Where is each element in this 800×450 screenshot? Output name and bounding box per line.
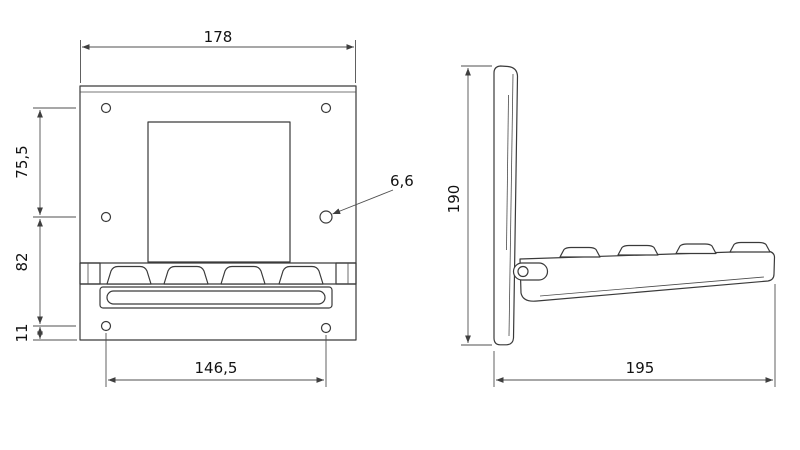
mounting-hole-bottom-right bbox=[320, 322, 332, 334]
dim-label-hole-diameter: 6,6 bbox=[390, 172, 414, 190]
dim-label-overall-height: 190 bbox=[445, 185, 463, 214]
front-view: 178 75,5 82 11 146,5 bbox=[13, 28, 414, 387]
side-seat-thickness-line bbox=[539, 276, 765, 297]
seat-rib-4 bbox=[278, 265, 324, 285]
dim-left-chain: 75,5 82 11 bbox=[13, 107, 77, 343]
mounting-hole-mid-right-callout bbox=[319, 210, 333, 224]
leader-line bbox=[332, 189, 394, 215]
dim-label-hole-spacing-upper: 75,5 bbox=[13, 145, 31, 178]
side-view: 190 195 bbox=[445, 65, 776, 387]
hole-diameter-callout: 6,6 bbox=[332, 172, 414, 215]
mounting-hole-top-right bbox=[320, 102, 332, 114]
side-seat-rib-3 bbox=[675, 243, 717, 255]
hinge-slot bbox=[512, 262, 549, 281]
hinge-bracket-right bbox=[335, 262, 357, 285]
mounting-hole-top-left bbox=[100, 102, 112, 114]
side-plate-thickness-line bbox=[508, 73, 514, 337]
front-plate-cutout bbox=[147, 121, 291, 263]
seat-rib-3 bbox=[220, 265, 266, 285]
side-seat-outline bbox=[519, 250, 776, 302]
hinge-bracket-left bbox=[79, 262, 101, 285]
dim-label-hole-spacing-lower: 82 bbox=[13, 252, 31, 271]
dim-overall-width: 178 bbox=[80, 28, 356, 83]
mounting-hole-bottom-left bbox=[100, 320, 112, 332]
dim-lower-hole-spacing: 146,5 bbox=[105, 333, 327, 387]
dim-label-overall-depth: 195 bbox=[626, 359, 655, 377]
seat-rib-2 bbox=[163, 265, 209, 285]
hinge-pivot-hole bbox=[517, 265, 529, 278]
side-seat-rib-2 bbox=[617, 244, 659, 256]
side-plate-outline bbox=[493, 65, 519, 346]
dim-label-overall-width: 178 bbox=[204, 28, 233, 46]
dim-label-lower-hole-spacing: 146,5 bbox=[195, 359, 238, 377]
dim-overall-depth: 195 bbox=[493, 284, 776, 387]
side-seat-rib-1 bbox=[559, 246, 601, 258]
seat-front-profile-outer bbox=[99, 286, 333, 309]
seat-front-profile-inner bbox=[106, 290, 326, 305]
dim-label-bottom-edge-offset: 11 bbox=[13, 323, 31, 342]
side-plate-groove-line bbox=[506, 94, 509, 251]
dim-overall-height: 190 bbox=[445, 65, 492, 346]
front-plate-outline bbox=[79, 85, 357, 341]
mounting-hole-mid-left bbox=[100, 211, 112, 223]
side-seat-rib-4 bbox=[729, 241, 771, 253]
seat-rib-1 bbox=[106, 265, 152, 285]
